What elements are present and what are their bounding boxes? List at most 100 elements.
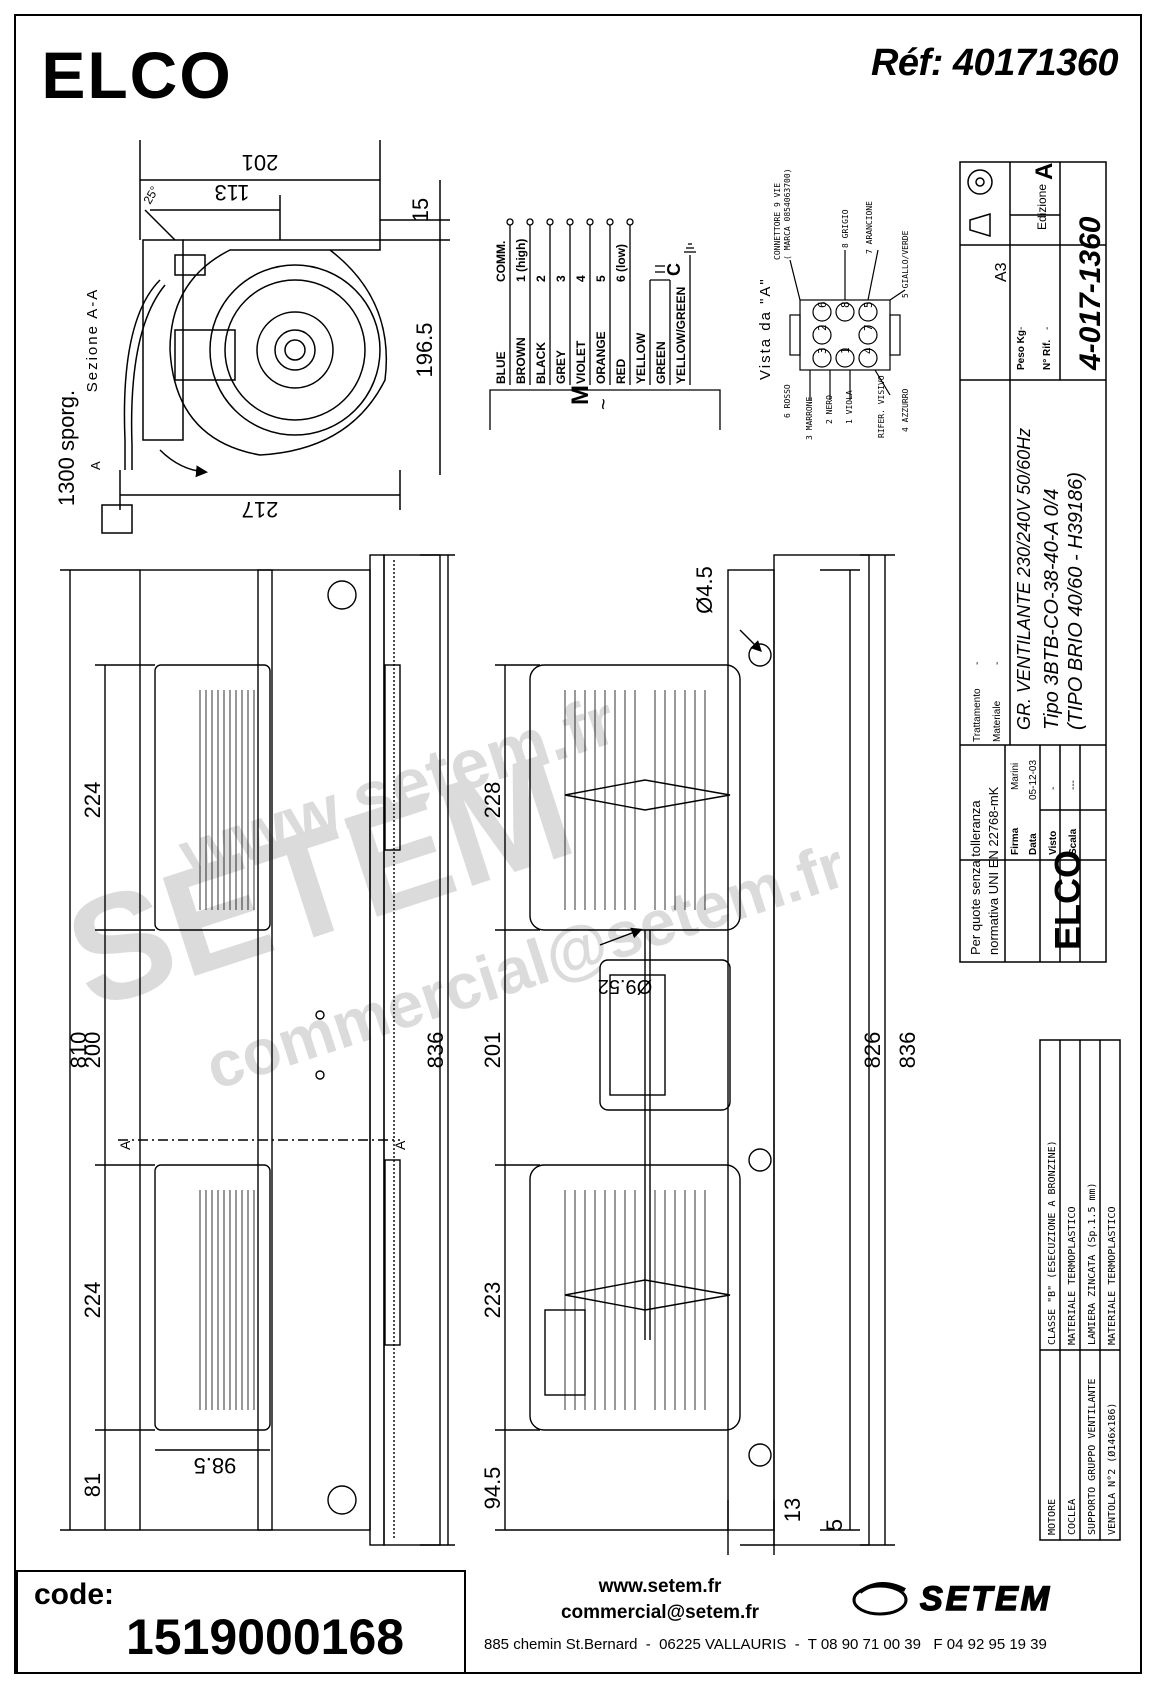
label-1-viola: 1 VIOLA [845,390,854,424]
dim-200: 200 [80,1032,105,1069]
section-mark-a-right: A [392,1140,408,1150]
wire-yellow-green: YELLOW/GREEN [674,287,688,384]
connector-labels: Vista da "A" CONNETTORE 9 VIE ( MARCA 08… [757,168,910,440]
nrif-label: N° Rif. [1042,340,1053,370]
pin-5: 5 [862,301,875,308]
part-ventola: VENTOLA N°2 (Ø146x186) [1106,1403,1118,1535]
product-code-box: code: 1519000168 [16,1570,466,1674]
connector-diagram [789,249,906,400]
wire-blue: BLUE [494,351,508,384]
part-coclea: COCLEA [1067,1499,1078,1535]
function-comm: COMM. [494,241,508,282]
dim-13: 13 [780,1498,805,1522]
shaft-diameter: Ø9.52 [598,975,652,997]
desc-supporto: LAMIERA ZINCATA (Sp.1.5 mm) [1087,1182,1098,1345]
label-2-nero: 2 NERO [825,395,834,424]
connector-title: CONNETTORE 9 VIE [773,183,782,260]
setem-logo: SETEM [852,1579,1050,1619]
drawing-frame [14,14,1142,1674]
scale-label: Scala [1068,828,1079,855]
footer-contact: www.setem.fr commercial@setem.fr [520,1574,800,1626]
wiring-diagram [489,218,721,430]
treatment-value: - [972,662,983,665]
side-view-dimensions: 228 201 223 94.5 13 5 826 836 Ø4.5 Ø9.52 [480,566,920,1531]
desc-ventola: MATERIALE TERMOPLASTICO [1107,1207,1118,1345]
wire-red: RED [614,358,628,384]
section-mark-a-left: A [117,1140,133,1150]
section-mark: A [88,461,103,470]
label-5-giallo-verde: 5 GIALLO/VERDE [901,230,910,298]
dim-223: 223 [480,1282,505,1319]
edition-label: Edizione [1035,184,1049,230]
reference-number: Réf: 40171360 [870,42,1119,84]
dim-98-5: 98.5 [194,1453,237,1478]
cable-length-label: 1300 sporg. [54,390,79,506]
code-label: code: [34,1578,115,1611]
front-view-dimensions: 810 224 200 224 81 98.5 836 A A [66,782,448,1498]
part-motore: MOTORE [1047,1499,1058,1535]
tolerance-line-1: Per quote senza tolleranza [968,800,983,955]
email-link[interactable]: commercial@setem.fr [560,1602,760,1623]
wire-violet: VIOLET [574,340,588,384]
label-7-arancione: 7 ARANCIONE [865,201,874,254]
dim-810: 810 [66,1032,91,1069]
signature-label: Firma [1010,827,1021,855]
dim-217: 217 [242,497,279,522]
watermark: www.setem.fr SETEM commercial@setem.fr [48,680,854,1103]
desc-coclea: MATERIALE TERMOPLASTICO [1067,1207,1078,1345]
function-4: 4 [574,275,588,282]
elco-logo: ELCO [42,40,231,110]
website-link[interactable]: www.setem.fr [598,1576,722,1597]
edition-value: A [1031,163,1058,180]
parts-list [1039,1039,1121,1541]
tolerance-line-2: normativa UNI EN 22768-mK [986,786,1001,955]
dim-81: 81 [80,1473,105,1497]
label-4-azzurro: 4 AZZURRO [901,388,910,432]
capacitor-symbol: C [664,263,684,276]
label-6-rosso: 6 ROSSO [783,384,792,418]
wire-yellow: YELLOW [634,332,648,384]
title-block-brand: ELCO [1047,850,1088,950]
wire-black: BLACK [534,342,548,384]
scale-value: --- [1068,780,1079,790]
dim-196-5: 196.5 [412,322,437,377]
connector-pin-numbers: 6 8 5 2 7 3 1 4 [816,301,875,354]
dim-113: 113 [214,180,249,205]
dim-15: 15 [408,198,433,222]
part-supporto: SUPPORTO GRUPPO VENTILANTE [1087,1378,1098,1535]
motor-symbol: M [567,385,594,405]
date-value: 05-12-03 [1028,760,1039,800]
pin-3: 3 [816,347,829,354]
dim-201-side: 201 [480,1032,505,1069]
function-5: 5 [594,275,608,282]
dim-5: 5 [822,1519,847,1531]
dim-201: 201 [242,150,279,175]
view-from-a: Vista da "A" [757,277,774,380]
product-model: (TIPO BRIO 40/60 - H39186) [1065,472,1087,730]
dim-228: 228 [480,782,505,819]
front-view [60,554,455,1546]
dim-826: 826 [860,1032,885,1069]
visto-label: Visto [1048,831,1059,855]
title-block-text: A3 Edizione A 4-017-1360 Peso Kg - N° Ri… [968,163,1107,955]
wire-brown: BROWN [514,337,528,384]
dim-224-top: 224 [80,782,105,819]
pin-4: 4 [862,347,875,354]
hole-diameter: Ø4.5 [692,566,717,614]
section-label: Sezione A-A [84,288,101,393]
parts-list-text: MOTORE COCLEA SUPPORTO GRUPPO VENTILANTE… [1047,1140,1118,1535]
footer-address: 885 chemin St.Bernard - 06225 VALLAURIS … [484,1636,1047,1653]
wire-grey: GREY [554,350,568,384]
label-3-marrone: 3 MARRONE [805,396,814,440]
label-8-grigio: 8 GRIGIO [841,209,850,248]
label-rifer-visivo: RIFER. VISIVO [877,375,886,438]
dim-836-front: 836 [423,1032,448,1069]
wire-color-labels: BLUE BROWN BLACK GREY VIOLET ORANGE RED … [494,239,688,410]
product-type: Tipo 3BTB-CO-38-40-A 0/4 [1041,489,1063,730]
desc-motore: CLASSE "B" (ESECUZIONE A BRONZINE) [1047,1140,1058,1345]
pin-2: 2 [816,324,829,331]
product-title: GR. VENTILANTE 230/240V 50/60Hz [1014,428,1034,730]
top-view-section [101,140,450,534]
pin-1: 1 [839,347,852,354]
